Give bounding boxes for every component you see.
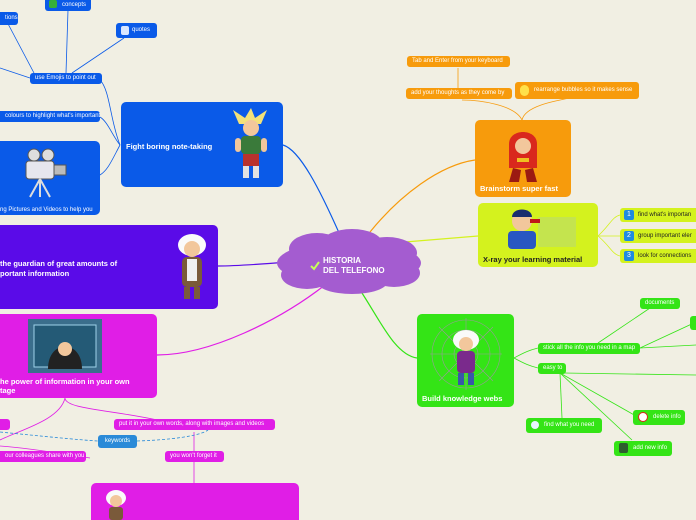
power-of-information-node[interactable]: he power of information in your own tage (0, 314, 157, 398)
xray-node[interactable]: X-ray your learning material (478, 203, 598, 267)
spider-hero-character-icon (430, 318, 502, 390)
colours-node[interactable]: colours to highlight what's important (0, 111, 100, 122)
forget-label: you won't forget it (170, 453, 217, 459)
guardian-title: the guardian of great amounts of portant… (0, 259, 118, 278)
documents-label: documents (645, 300, 675, 306)
questions-label: tions (5, 15, 18, 21)
video-camera-icon (25, 148, 67, 198)
xray-title: X-ray your learning material (483, 255, 583, 264)
magenta-bottom-node[interactable] (91, 483, 299, 520)
easy-to-label: easy to (543, 365, 563, 371)
delete-info-node[interactable]: delete info (633, 410, 685, 425)
xray-item-3-label: look for connections (638, 253, 692, 259)
quotes-label: quotes (132, 27, 151, 33)
number-3-icon: 3 (624, 251, 634, 261)
forget-node[interactable]: you won't forget it (165, 451, 224, 462)
brainstorm-title: Brainstorm super fast (480, 184, 558, 193)
tab-enter-node[interactable]: Tab and Enter from your keyboard (407, 56, 510, 67)
power-sub-node-left[interactable] (0, 419, 10, 430)
emojis-node[interactable]: use Emojis to point out (30, 73, 102, 84)
rearrange-node[interactable]: rearrange bubbles so it makes sense (515, 82, 639, 99)
fight-note-taking-node[interactable]: Fight boring note-taking (121, 102, 283, 187)
questions-node[interactable]: tions (0, 12, 18, 25)
hooded-character-icon (28, 319, 102, 373)
own-words-label: put it in your own words, along with ima… (119, 421, 265, 427)
colours-label: colours to highlight what's important (5, 113, 101, 119)
colleagues-label: our colleagues share with you (5, 453, 85, 459)
add-thoughts-node[interactable]: add your thoughts as they come by (406, 88, 512, 99)
professor-small-icon (106, 490, 126, 520)
magnifier-icon (531, 421, 539, 429)
quotes-node[interactable]: quotes (116, 23, 157, 38)
central-topic-cloud[interactable] (272, 227, 426, 295)
add-info-node[interactable]: add new info (614, 441, 672, 456)
xray-item-1[interactable]: 1 find what's importan (620, 208, 696, 222)
brainstorm-node[interactable]: Brainstorm super fast (475, 120, 571, 197)
concepts-label: concepts (62, 2, 87, 8)
pictures-label: ng Pictures and Videos to help you (0, 207, 93, 213)
knowledge-webs-title: Build knowledge webs (422, 394, 503, 403)
stick-info-label: stick all the info you need in a map (543, 345, 636, 351)
colleagues-node[interactable]: our colleagues share with you (0, 451, 86, 462)
xray-item-2-label: group important eler (638, 233, 692, 239)
xray-item-3[interactable]: 3 look for connections (620, 249, 696, 263)
tab-enter-label: Tab and Enter from your keyboard (412, 58, 503, 64)
central-topic-title: HISTORIA DEL TELEFONO (323, 256, 385, 275)
professor-character-icon (178, 234, 206, 299)
emojis-label: use Emojis to point out (35, 75, 96, 81)
number-2-icon: 2 (624, 231, 634, 241)
spiky-hero-character-icon (233, 108, 267, 178)
fight-title: Fight boring note-taking (126, 142, 213, 151)
documents-node[interactable]: documents (640, 298, 680, 309)
rearrange-label: rearrange bubbles so it makes sense (534, 87, 633, 93)
lightbulb-icon (520, 85, 529, 96)
knowledge-webs-node[interactable]: Build knowledge webs (417, 314, 514, 407)
easy-to-node[interactable]: easy to (538, 363, 566, 374)
check-icon (310, 261, 320, 271)
keywords-node[interactable]: keywords (98, 435, 137, 448)
concepts-node[interactable]: concepts (45, 0, 91, 11)
power-title: he power of information in your own tage (0, 377, 130, 395)
find-info-node[interactable]: find what you need (526, 418, 602, 433)
stick-info-node[interactable]: stick all the info you need in a map (538, 343, 640, 354)
keywords-label: keywords (104, 438, 131, 444)
own-words-node[interactable]: put it in your own words, along with ima… (114, 419, 275, 430)
add-info-label: add new info (633, 445, 668, 451)
webs-offscreen-node[interactable] (690, 316, 696, 330)
xray-hero-character-icon (508, 209, 576, 249)
person-icon (121, 26, 129, 35)
find-info-label: find what you need (544, 422, 595, 428)
delete-info-label: delete info (653, 414, 681, 420)
number-1-icon: 1 (624, 210, 634, 220)
delete-icon (638, 412, 648, 422)
red-hero-character-icon (509, 132, 537, 182)
xray-item-1-label: find what's importan (638, 212, 692, 218)
xray-item-2[interactable]: 2 group important eler (620, 229, 696, 243)
book-icon (49, 0, 57, 8)
add-book-icon (619, 443, 628, 453)
guardian-node[interactable]: the guardian of great amounts of portant… (0, 225, 218, 309)
add-thoughts-label: add your thoughts as they come by (411, 90, 505, 96)
pictures-videos-node[interactable]: ng Pictures and Videos to help you (0, 141, 100, 215)
